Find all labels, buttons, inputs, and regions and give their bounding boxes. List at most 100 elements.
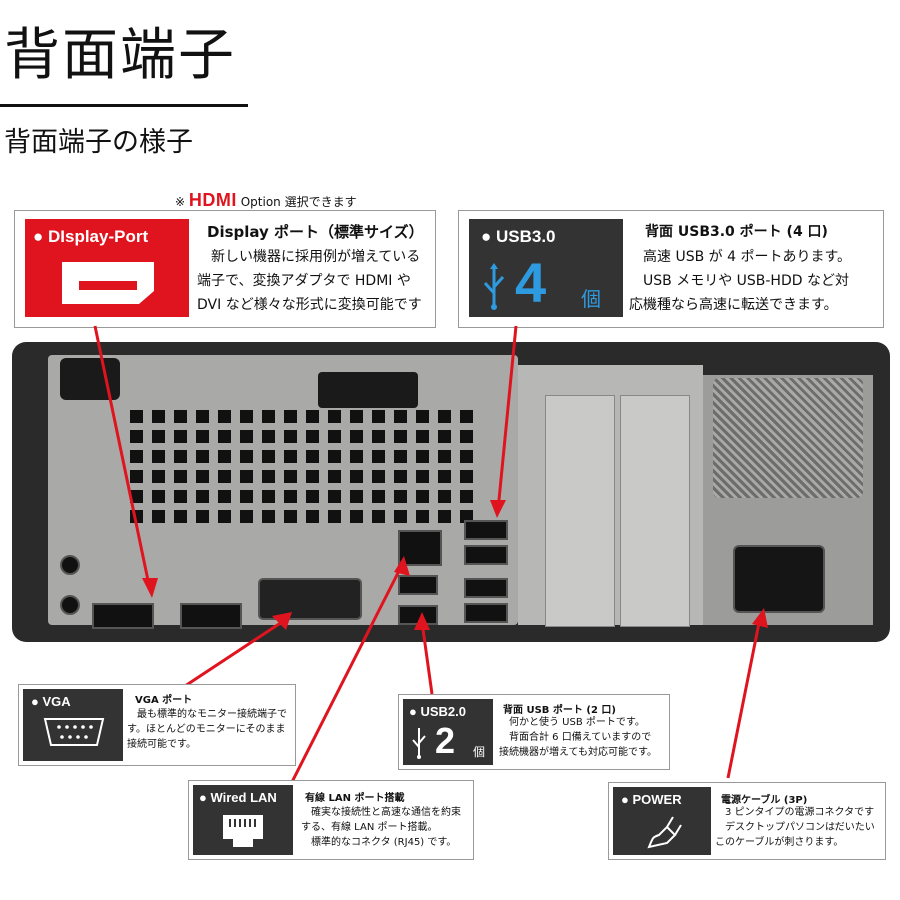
hdmi-logo: HDMI [188, 190, 237, 210]
audio-jack-2 [60, 595, 80, 615]
vent-hole [262, 470, 275, 483]
vent-hole [218, 510, 231, 523]
vent-hole [284, 410, 297, 423]
vent-hole [196, 510, 209, 523]
audio-jack-1 [60, 555, 80, 575]
vent-hole [350, 470, 363, 483]
vent-hole [218, 410, 231, 423]
vent-hole [218, 450, 231, 463]
vent-hole [174, 410, 187, 423]
vent-hole [394, 430, 407, 443]
vent-hole [218, 430, 231, 443]
vent-hole [350, 410, 363, 423]
note-mark: ※ [175, 195, 186, 209]
vent-hole [328, 430, 341, 443]
callout-lan: ● Wired LAN 有線 LAN ポート搭載 確実な接続性と高速な通信を約束… [188, 780, 474, 860]
vent-hole [306, 490, 319, 503]
vent-hole [328, 450, 341, 463]
vent-hole [218, 490, 231, 503]
vent-hole [350, 450, 363, 463]
vent-hole [438, 450, 451, 463]
vent-hole [240, 470, 253, 483]
vent-hole [350, 510, 363, 523]
vent-hole [152, 430, 165, 443]
usb2-desc: 何かと使う USB ポートです。 背面合計 6 口備えていますので 接続機器が増… [499, 717, 657, 758]
vent-hole [196, 490, 209, 503]
vent-hole [174, 490, 187, 503]
usb2-badge-label: ● USB2.0 [409, 704, 466, 719]
displayport-icon [62, 262, 154, 304]
vent-hole [130, 410, 143, 423]
vent-hole [416, 430, 429, 443]
page-title: 背面端子 [4, 23, 236, 88]
vent-hole [306, 510, 319, 523]
vent-hole [130, 430, 143, 443]
vent-hole [372, 470, 385, 483]
power-badge-label: ● POWER [621, 792, 682, 807]
vent-hole [460, 470, 473, 483]
vent-hole [196, 410, 209, 423]
vent-hole [152, 490, 165, 503]
vent-hole [240, 450, 253, 463]
callout-displayport: ● DIsplay-Port Display ポート（標準サイズ） 新しい機器に… [14, 210, 436, 328]
displayport-title: Display ポート（標準サイズ） [207, 223, 424, 241]
vent-hole [284, 470, 297, 483]
vga-badge: ● VGA [23, 689, 123, 761]
vent-hole [328, 510, 341, 523]
lan-badge: ● Wired LAN [193, 785, 293, 855]
vent-hole [262, 410, 275, 423]
slot-bracket-1 [545, 395, 615, 627]
vga-port [258, 578, 362, 620]
vent-hole [262, 430, 275, 443]
vent-hole [152, 470, 165, 483]
vent-hole [328, 470, 341, 483]
vent-hole [218, 470, 231, 483]
displayport-1 [92, 603, 154, 629]
vent-hole [130, 470, 143, 483]
vent-hole [394, 410, 407, 423]
displayport-badge: ● DIsplay-Port [25, 219, 189, 317]
vent-hole [262, 510, 275, 523]
vent-hole [174, 470, 187, 483]
vent-hole [416, 450, 429, 463]
vent-hole [438, 470, 451, 483]
power-inlet [733, 545, 825, 613]
vent-hole [196, 450, 209, 463]
vent-hole [372, 490, 385, 503]
vent-hole [306, 410, 319, 423]
vent-hole [240, 510, 253, 523]
vent-hole [438, 490, 451, 503]
power-badge: ● POWER [613, 787, 711, 855]
vent-hole [240, 490, 253, 503]
psu-fan-grille [713, 378, 863, 498]
vent-hole [284, 490, 297, 503]
lan-port [398, 530, 442, 566]
vent-hole [284, 510, 297, 523]
vent-hole [174, 450, 187, 463]
vga-badge-label: ● VGA [31, 694, 71, 709]
usb3-badge-label: ● USB3.0 [481, 227, 556, 246]
vent-hole [306, 450, 319, 463]
vent-hole [130, 490, 143, 503]
displayport-desc: 新しい機器に採用例が増えている 端子で、変換アダプタで HDMI や DVI な… [197, 249, 422, 313]
usb2-count: 2 [435, 720, 456, 761]
vent-hole [284, 430, 297, 443]
power-title: 電源ケーブル (3P) [721, 795, 808, 806]
callout-power: ● POWER 電源ケーブル (3P) 3 ピンタイプの電源コネクタです デスク… [608, 782, 886, 860]
vent-hole [394, 470, 407, 483]
vent-hole [394, 450, 407, 463]
usb2-title: 背面 USB ポート (2 口) [503, 705, 616, 716]
lan-port-icon [223, 815, 263, 847]
callout-usb3: ● USB3.0 4 個 背面 USB3.0 ポート (4 口) 高速 USB … [458, 210, 884, 328]
hdmi-note-text: Option 選択できます [240, 195, 357, 209]
vent-hole [174, 510, 187, 523]
vent-hole [394, 490, 407, 503]
vent-hole [262, 450, 275, 463]
power-desc: 3 ピンタイプの電源コネクタです デスクトップパソコンはだいたい このケーブルが… [715, 807, 875, 848]
vent-hole [460, 490, 473, 503]
vent-hole [240, 410, 253, 423]
displayport-badge-label: ● DIsplay-Port [33, 227, 149, 246]
vga-title: VGA ポート [135, 695, 193, 706]
usb3-port-4 [464, 603, 508, 623]
title-underline [0, 104, 248, 107]
